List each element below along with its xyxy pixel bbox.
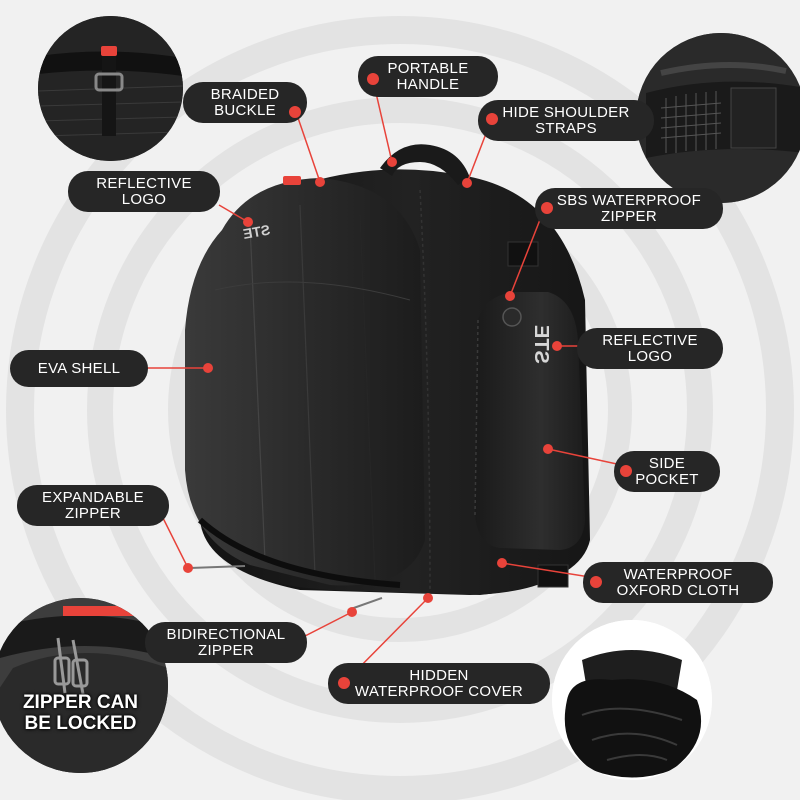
- callout-hidden-waterproof-cover: HIDDEN WATERPROOF COVER: [328, 663, 550, 704]
- callout-reflective-logo-top-line1: REFLECTIVE: [96, 174, 192, 192]
- pocket-logo: ƎTƧ: [530, 325, 552, 364]
- callout-hidden-waterproof-cover-line2: WATERPROOF COVER: [354, 682, 524, 700]
- callout-reflective-logo-side-line1: REFLECTIVE: [602, 331, 698, 349]
- callout-waterproof-oxford-cloth: WATERPROOF OXFORD CLOTH: [583, 562, 773, 603]
- callout-waterproof-oxford-cloth-line2: OXFORD CLOTH: [616, 581, 740, 599]
- eva-shell-shape: [185, 178, 425, 586]
- callout-side-pocket: SIDE POCKET: [614, 451, 720, 492]
- side-pocket-shape: [475, 292, 585, 550]
- inset-zipper-lock-line1: ZIPPER CAN: [22, 692, 139, 713]
- callout-braided-buckle-line2: BUCKLE: [214, 101, 276, 119]
- callout-braided-buckle: BRAIDED BUCKLE: [183, 82, 307, 123]
- inset-waterproof-cover: [552, 620, 712, 780]
- callout-expandable-zipper-line2: ZIPPER: [65, 504, 121, 522]
- callout-reflective-logo-top: REFLECTIVE LOGO: [68, 171, 220, 212]
- bag-handle: [380, 144, 470, 185]
- callout-eva-shell-line1: EVA SHELL: [37, 359, 121, 377]
- callout-portable-handle: PORTABLE HANDLE: [358, 56, 498, 97]
- callout-sbs-waterproof-zipper-line1: SBS WATERPROOF: [556, 191, 702, 209]
- callout-portable-handle-line1: PORTABLE: [387, 59, 469, 77]
- callout-bidirectional-zipper: BIDIRECTIONAL ZIPPER: [145, 622, 307, 663]
- red-buckle-tab: [283, 176, 301, 185]
- callout-hide-shoulder-straps-line1: HIDE SHOULDER: [502, 103, 630, 121]
- callout-hidden-waterproof-cover-line1: HIDDEN: [409, 666, 469, 684]
- callout-expandable-zipper: EXPANDABLE ZIPPER: [17, 485, 169, 526]
- callout-portable-handle-line2: HANDLE: [396, 75, 460, 93]
- callout-braided-buckle-line1: BRAIDED: [210, 85, 280, 103]
- callout-hide-shoulder-straps: HIDE SHOULDER STRAPS: [478, 100, 654, 141]
- callout-side-pocket-line2: POCKET: [635, 470, 699, 488]
- inset-braided-buckle: [38, 16, 183, 161]
- callout-reflective-logo-side: REFLECTIVE LOGO: [577, 328, 723, 369]
- callout-reflective-logo-top-line2: LOGO: [121, 190, 167, 208]
- callout-bidirectional-zipper-line2: ZIPPER: [198, 641, 254, 659]
- callout-waterproof-oxford-cloth-line1: WATERPROOF: [623, 565, 733, 583]
- inset-zipper-lock: ZIPPER CAN BE LOCKED: [0, 598, 168, 773]
- background-rings: [6, 16, 794, 800]
- callout-expandable-zipper-line1: EXPANDABLE: [42, 488, 144, 506]
- callout-side-pocket-line1: SIDE: [648, 454, 686, 472]
- callout-hide-shoulder-straps-line2: STRAPS: [535, 119, 597, 137]
- inset-shoulder-straps: [636, 33, 800, 203]
- callout-sbs-waterproof-zipper: SBS WATERPROOF ZIPPER: [535, 188, 723, 229]
- inset-zipper-lock-text: ZIPPER CAN BE LOCKED: [0, 692, 168, 734]
- callout-reflective-logo-side-line2: LOGO: [627, 347, 673, 365]
- anchor-dots: [183, 157, 562, 617]
- callout-eva-shell: EVA SHELL: [10, 350, 148, 387]
- inset-zipper-lock-line2: BE LOCKED: [24, 713, 137, 734]
- callout-bidirectional-zipper-line1: BIDIRECTIONAL: [166, 625, 286, 643]
- callout-sbs-waterproof-zipper-line2: ZIPPER: [601, 207, 657, 225]
